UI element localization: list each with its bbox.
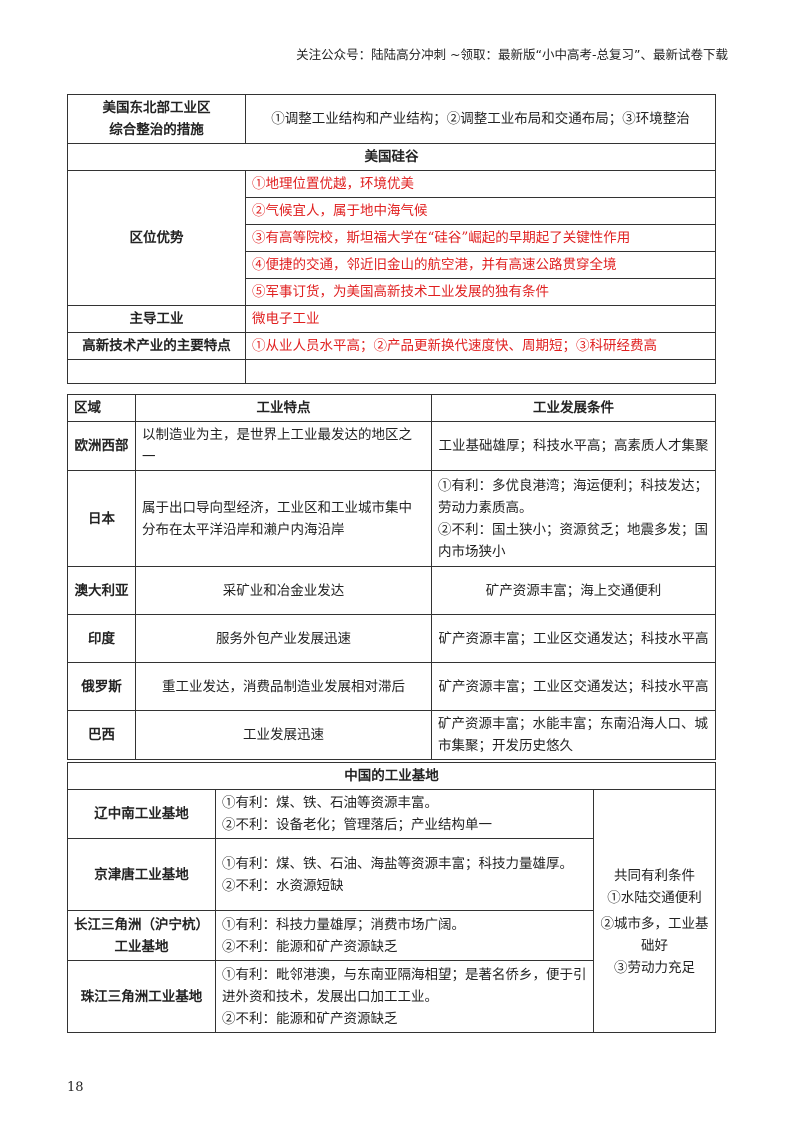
measures-label: 美国东北部工业区 综合整治的措施: [67, 94, 246, 144]
common-conditions-cont: ②城市多，工业基础好 ③劳动力充足: [592, 910, 717, 1033]
region-features: 重工业发达，消费品制造业发展相对滞后: [135, 662, 432, 711]
page-header: 关注公众号：陆陆高分冲刺 ~领取：最新版“小中高考-总复习”、最新试卷下载: [296, 47, 728, 62]
section-china-bases: 中国的工业基地: [66, 762, 717, 790]
region-name: 印度: [67, 614, 136, 663]
base-conditions: ①有利：毗邻港澳，与东南亚隔海相望；是著名侨乡，便于引进外资和技术，发展出口加工…: [215, 960, 594, 1033]
features-label: 高新技术产业的主要特点: [67, 332, 246, 360]
region-name: 澳大利亚: [67, 566, 136, 615]
base-conditions: ①有利：煤、铁、石油等资源丰富。 ②不利：设备老化；管理落后；产业结构单一: [215, 789, 594, 839]
region-features: 采矿业和冶金业发达: [135, 566, 432, 615]
region-conditions: 矿产资源丰富；工业区交通发达；科技水平高: [431, 662, 716, 711]
base-conditions: ①有利：科技力量雄厚；消费市场广阔。 ②不利：能源和矿产资源缺乏: [215, 910, 594, 961]
empty-cell: [245, 359, 716, 384]
empty-cell: [67, 359, 246, 384]
china-bases-table: 中国的工业基地 辽中南工业基地 ①有利：煤、铁、石油等资源丰富。 ②不利：设备老…: [66, 762, 717, 1033]
region-features: 属于出口导向型经济，工业区和工业城市集中分布在太平洋沿岸和濑户内海沿岸: [135, 470, 432, 567]
advantage-item: ④便捷的交通，邻近旧金山的航空港，并有高速公路贯穿全境: [245, 251, 716, 279]
region-name: 日本: [67, 470, 136, 567]
region-conditions: 工业基础雄厚；科技水平高；高素质人才集聚: [431, 421, 716, 471]
page-number: 18: [67, 1080, 84, 1095]
base-name: 京津唐工业基地: [67, 838, 216, 911]
region-conditions: 矿产资源丰富；水能丰富；东南沿海人口、城市集聚；开发历史悠久: [431, 710, 716, 760]
common-conditions: 共同有利条件 ①水陆交通便利: [592, 789, 717, 911]
base-conditions: ①有利：煤、铁、石油、海盐等资源丰富；科技力量雄厚。 ②不利：水资源短缺: [215, 838, 594, 911]
advantage-label: 区位优势: [67, 170, 246, 306]
features-value: ①从业人员水平高；②产品更新换代速度快、周期短；③科研经费高: [245, 332, 716, 360]
advantage-item: ⑤军事订货，为美国高新技术工业发展的独有条件: [245, 278, 716, 306]
header-features: 工业特点: [135, 394, 432, 422]
region-conditions: 矿产资源丰富；海上交通便利: [431, 566, 716, 615]
base-name: 辽中南工业基地: [67, 789, 216, 839]
region-features: 工业发展迅速: [135, 710, 432, 760]
region-conditions: ①有利：多优良港湾；海运便利；科技发达；劳动力素质高。 ②不利：国土狭小；资源贫…: [431, 470, 716, 567]
region-name: 欧洲西部: [67, 421, 136, 471]
region-name: 巴西: [67, 710, 136, 760]
advantage-item: ①地理位置优越，环境优美: [245, 170, 716, 198]
base-name: 长江三角洲（沪宁杭）工业基地: [67, 910, 216, 961]
world-industry-table: 区域 工业特点 工业发展条件 欧洲西部 以制造业为主，是世界上工业最发达的地区之…: [67, 394, 716, 760]
region-features: 服务外包产业发展迅速: [135, 614, 432, 663]
main-industry-value: 微电子工业: [245, 305, 716, 333]
region-name: 俄罗斯: [67, 662, 136, 711]
main-industry-label: 主导工业: [67, 305, 246, 333]
region-features: 以制造业为主，是世界上工业最发达的地区之一: [135, 421, 432, 471]
advantage-item: ②气候宜人，属于地中海气候: [245, 197, 716, 225]
usa-industry-table: 美国东北部工业区 综合整治的措施 ①调整工业结构和产业结构；②调整工业布局和交通…: [67, 94, 716, 384]
header-region: 区域: [67, 394, 136, 422]
measures-value: ①调整工业结构和产业结构；②调整工业布局和交通布局；③环境整治: [245, 94, 716, 144]
region-conditions: 矿产资源丰富；工业区交通发达；科技水平高: [431, 614, 716, 663]
section-silicon-valley: 美国硅谷: [67, 143, 716, 171]
advantage-item: ③有高等院校，斯坦福大学在“硅谷”崛起的早期起了关键性作用: [245, 224, 716, 252]
base-name: 珠江三角洲工业基地: [67, 960, 216, 1033]
header-conditions: 工业发展条件: [431, 394, 716, 422]
